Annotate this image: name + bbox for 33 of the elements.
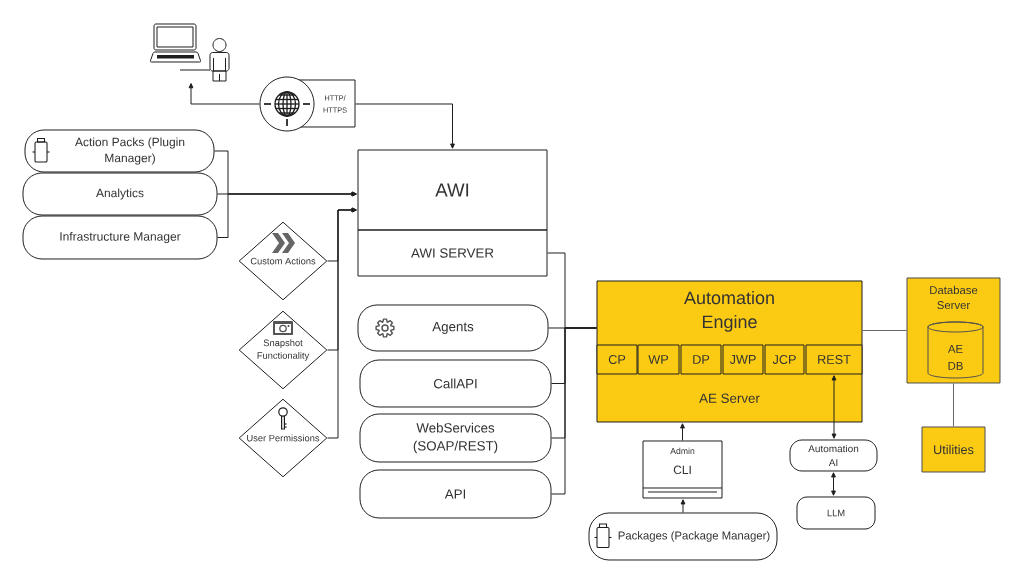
rounded-box: Action Packs (Plugin Manager) [24, 129, 215, 173]
arrow [217, 191, 357, 238]
arrow [680, 499, 686, 513]
connector-line [551, 327, 597, 495]
double-arrow [831, 375, 837, 439]
rounded-box: LLM [796, 496, 876, 530]
rounded-box: Packages (Package Manager) [588, 512, 778, 561]
utility-box: Utilities [921, 426, 986, 473]
process-cell: WP [637, 344, 680, 375]
user-computer-picture [149, 23, 230, 82]
connector-line [953, 383, 954, 427]
arrow [355, 103, 455, 149]
rounded-box: Automation AI [789, 439, 878, 472]
connector-line [862, 330, 907, 331]
process-cell: DP [680, 344, 722, 375]
rounded-box: Analytics [22, 172, 218, 216]
arrow [680, 423, 685, 441]
rounded-box: WebServices (SOAP/REST) [359, 413, 552, 463]
rounded-box: CallAPI [359, 359, 552, 408]
server-band: AWI SERVER [357, 229, 548, 277]
process-cell: JWP [722, 344, 764, 375]
double-arrow [831, 472, 836, 496]
arrow [327, 207, 357, 439]
rounded-box: API [359, 469, 552, 519]
cli-box: Admin CLI [642, 440, 723, 499]
rounded-box: Infrastructure Manager [22, 215, 218, 260]
process-cell: CP [596, 344, 638, 375]
rounded-box: Agents [357, 304, 549, 352]
arrow [188, 83, 260, 105]
process-cell: REST [805, 344, 863, 375]
database-cylinder: AE DB [927, 321, 984, 379]
component-box: AWI [357, 149, 548, 231]
process-cell: JCP [764, 344, 805, 375]
